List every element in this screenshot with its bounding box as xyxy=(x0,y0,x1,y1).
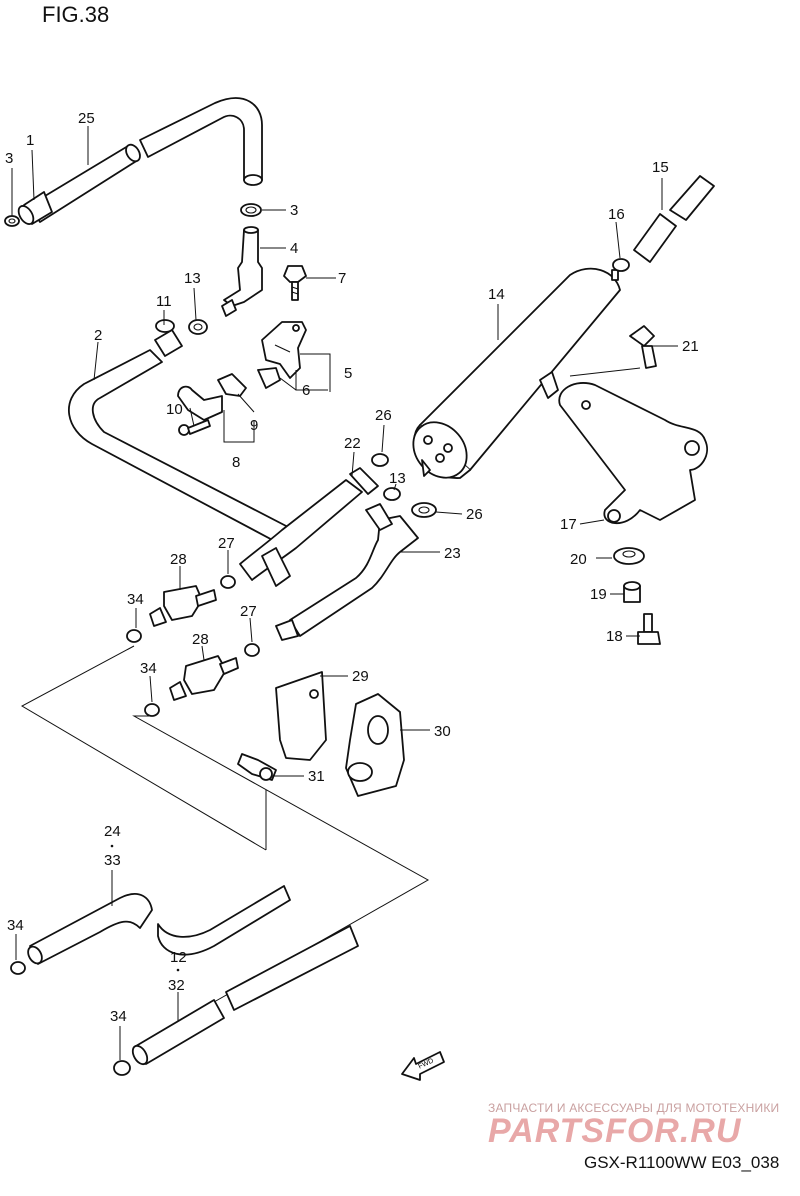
bolt-21 xyxy=(629,325,678,369)
clamp-8 xyxy=(177,385,223,421)
callout-8: 8 xyxy=(232,454,240,471)
clamp-27-top xyxy=(220,575,236,589)
clamp-26-a xyxy=(371,453,389,467)
callout-3: 3 xyxy=(5,150,13,167)
callout-34: 34 xyxy=(140,660,157,677)
clamp-34-a xyxy=(126,629,142,643)
callout-4: 4 xyxy=(290,240,298,257)
callout-13: 13 xyxy=(389,470,406,487)
clamp-27-bottom xyxy=(244,643,260,657)
model-code: GSX-R1100WW E03_038 xyxy=(584,1153,780,1172)
hose-2 xyxy=(68,349,291,545)
callout-26: 26 xyxy=(375,407,392,424)
callout-30: 30 xyxy=(434,723,451,740)
callout-13: 13 xyxy=(184,270,201,287)
canister-14 xyxy=(412,267,621,479)
bolt-18 xyxy=(637,613,661,645)
clamp-26-b xyxy=(411,502,437,518)
callout-22: 22 xyxy=(344,435,361,452)
callout-16: 16 xyxy=(608,206,625,223)
leader-lines xyxy=(11,126,663,1060)
callout-27: 27 xyxy=(218,535,235,552)
fwd-arrow: FWD xyxy=(401,1051,445,1081)
clamp-16 xyxy=(612,258,630,272)
bracket-6 xyxy=(257,367,281,389)
callout-26: 26 xyxy=(466,506,483,523)
callout-18: 18 xyxy=(606,628,623,645)
figure-title: FIG.38 xyxy=(42,2,110,27)
callout-11: 11 xyxy=(156,293,172,310)
grommet-20 xyxy=(613,547,645,565)
callout-9: 9 xyxy=(250,417,258,434)
bracket-17 xyxy=(558,382,708,525)
clamp-13-mid xyxy=(383,487,401,501)
bolt-31 xyxy=(237,753,277,781)
callout-numbers: 3 1 25 3 4 7 13 11 2 5 6 10 9 8 15 16 14… xyxy=(5,110,699,1025)
callout-25: 25 xyxy=(78,110,95,127)
valve-28-bottom xyxy=(169,655,239,701)
callout-6: 6 xyxy=(302,382,310,399)
bolt-10 xyxy=(178,419,211,436)
callout-14: 14 xyxy=(488,286,505,303)
watermark-tagline: ЗАПЧАСТИ И АКСЕССУАРЫ ДЛЯ МОТОТЕХНИКИ xyxy=(488,1101,780,1115)
callout-28: 28 xyxy=(192,631,209,648)
callout-31: 31 xyxy=(308,768,325,785)
callout-34: 34 xyxy=(110,1008,127,1025)
clamp-13-top xyxy=(188,319,208,335)
callout-33: 33 xyxy=(104,852,121,869)
callout-1: 1 xyxy=(26,132,34,149)
callout-34: 34 xyxy=(7,917,24,934)
callout-32: 32 xyxy=(168,977,185,994)
hose-25 xyxy=(17,143,141,225)
damper-30 xyxy=(345,693,405,797)
callout-19: 19 xyxy=(590,586,607,603)
callout-28: 28 xyxy=(170,551,187,568)
callout-20: 20 xyxy=(570,551,587,568)
clamp-3-left xyxy=(4,215,20,227)
clamp-34-d xyxy=(113,1060,131,1076)
callout-34: 34 xyxy=(127,591,144,608)
hose-24-33 xyxy=(27,885,291,965)
callout-10: 10 xyxy=(166,401,183,418)
callout-23: 23 xyxy=(444,545,461,562)
callout-27: 27 xyxy=(240,603,257,620)
hose-1 xyxy=(139,97,263,186)
bracket-29 xyxy=(275,671,327,761)
hose-11 xyxy=(154,319,183,357)
clamp-3-top xyxy=(240,203,262,217)
bolt-7 xyxy=(283,265,336,301)
collar-19 xyxy=(623,581,641,603)
callout-24: 24 xyxy=(104,823,121,840)
callout-2: 2 xyxy=(94,327,102,344)
callout-21: 21 xyxy=(682,338,699,355)
callout-7: 7 xyxy=(338,270,346,287)
bracket-5 xyxy=(261,321,307,379)
watermark-logo: PARTSFOR.RU xyxy=(488,1112,742,1150)
hose-23 xyxy=(275,503,419,641)
clamp-34-c xyxy=(10,961,26,975)
valve-28-top xyxy=(149,585,217,627)
clip-9 xyxy=(217,373,247,397)
clamp-34-b xyxy=(144,703,160,717)
hose-12-32 xyxy=(131,925,359,1066)
callout-17: 17 xyxy=(560,516,577,533)
callout-29: 29 xyxy=(352,668,369,685)
callout-12: 12 xyxy=(170,949,187,966)
hose-15 xyxy=(633,175,715,263)
fitting-4 xyxy=(221,226,263,317)
hose-22 xyxy=(239,467,379,587)
callout-15: 15 xyxy=(652,159,669,176)
callout-3: 3 xyxy=(290,202,298,219)
callout-5: 5 xyxy=(344,365,352,382)
